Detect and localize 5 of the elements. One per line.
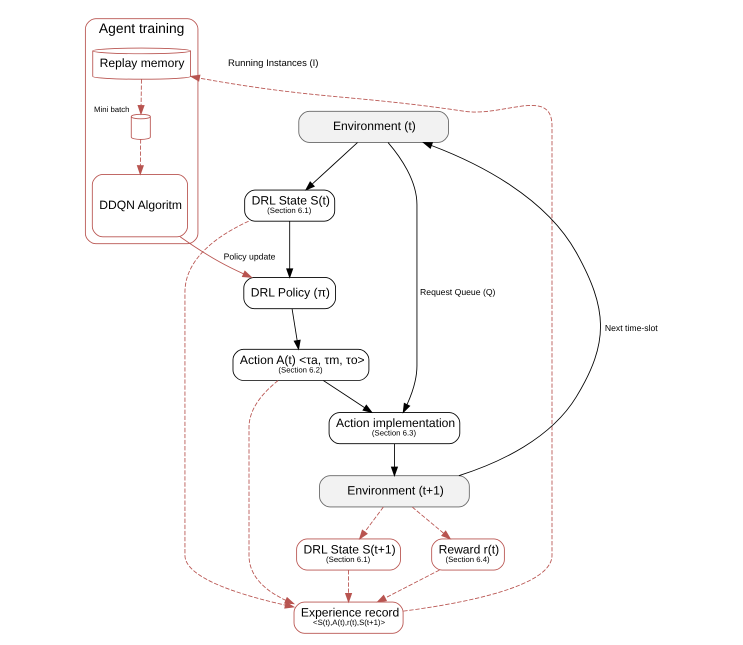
node-label: Mini batch: [94, 104, 130, 114]
edge-label: Request Queue (Q): [420, 287, 496, 298]
edge-label: Next time-slot: [604, 323, 658, 334]
edge-label: Policy update: [224, 251, 276, 262]
label: Running Instances (I): [228, 58, 318, 70]
